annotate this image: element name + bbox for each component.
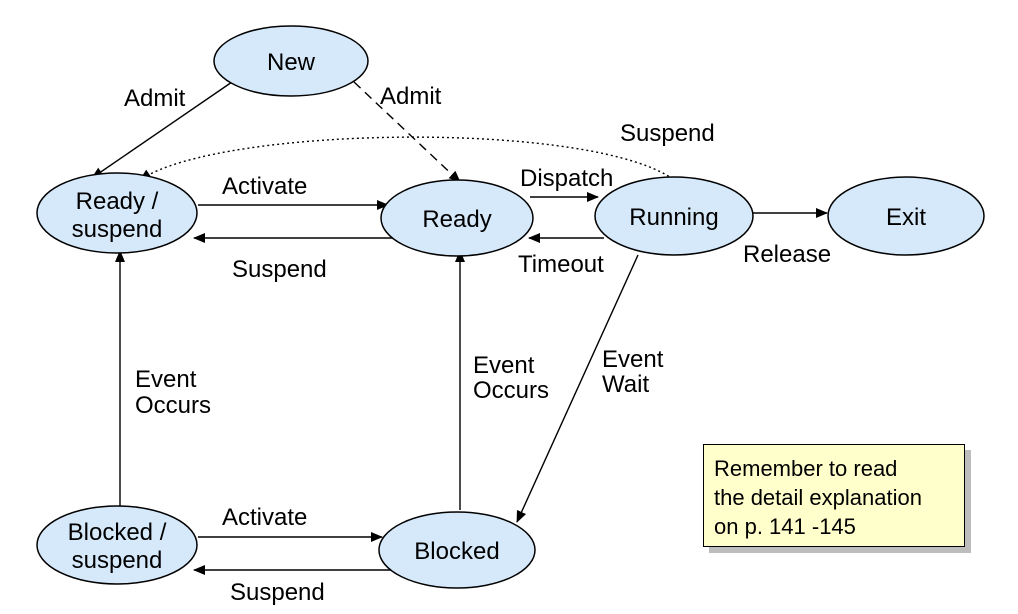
state-blocked-suspend-label-line2: suspend xyxy=(72,547,163,574)
state-ready: Ready xyxy=(380,179,534,257)
note-line-3: on p. 141 -145 xyxy=(714,514,856,539)
event-wait-line1: Event xyxy=(602,346,664,373)
event-occurs-left-line2: Occurs xyxy=(135,392,211,419)
state-new-label: New xyxy=(267,49,316,76)
state-blocked-suspend-label-line1: Blocked / xyxy=(68,519,167,546)
state-exit-label: Exit xyxy=(886,204,926,231)
state-ready-suspend: Ready / suspend xyxy=(36,172,198,254)
event-wait-line2: Wait xyxy=(602,371,649,398)
state-blocked-label: Blocked xyxy=(414,538,499,565)
suspend-label-top: Suspend xyxy=(620,120,715,147)
suspend-label-mid: Suspend xyxy=(232,256,327,283)
state-running: Running xyxy=(594,176,754,256)
note-line-2: the detail explanation xyxy=(714,485,922,510)
state-ready-suspend-label-line1: Ready / xyxy=(76,188,159,215)
release-label: Release xyxy=(743,241,831,268)
dispatch-label: Dispatch xyxy=(520,165,613,192)
admit-label-left: Admit xyxy=(124,85,186,112)
state-blocked-suspend: Blocked / suspend xyxy=(36,505,198,585)
suspend-arrow-running-to-ready-suspend xyxy=(139,136,678,183)
admit-label-right: Admit xyxy=(380,83,442,110)
state-blocked: Blocked xyxy=(378,511,536,589)
timeout-label: Timeout xyxy=(518,251,604,278)
event-occurs-mid-line1: Event xyxy=(473,352,535,379)
event-wait-arrow xyxy=(516,254,639,523)
state-ready-label: Ready xyxy=(422,206,491,233)
activate-label-top: Activate xyxy=(222,173,307,200)
state-running-label: Running xyxy=(629,204,718,231)
suspend-label-bottom: Suspend xyxy=(230,579,325,606)
state-new: New xyxy=(213,25,369,97)
event-occurs-mid-line2: Occurs xyxy=(473,377,549,404)
note-line-1: Remember to read xyxy=(714,456,898,481)
reading-note: Remember to read the detail explanation … xyxy=(703,444,965,547)
admit-arrow-to-ready xyxy=(353,81,461,183)
state-ready-suspend-label-line2: suspend xyxy=(72,216,163,243)
state-exit: Exit xyxy=(827,176,985,256)
activate-label-bottom: Activate xyxy=(222,504,307,531)
admit-arrow-to-ready-suspend xyxy=(91,81,233,179)
event-occurs-left-line1: Event xyxy=(135,366,197,393)
